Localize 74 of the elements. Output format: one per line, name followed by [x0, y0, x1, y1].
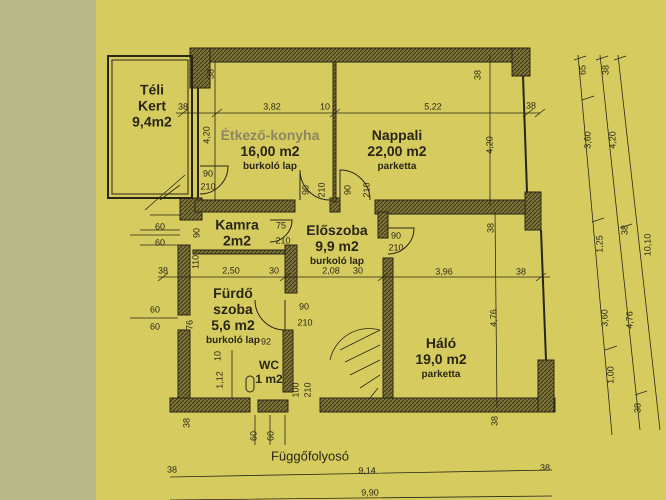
dimension-label: 60 — [250, 431, 258, 441]
dimension-label: 9,90 — [361, 488, 379, 498]
dimension-label: 38 — [158, 266, 168, 276]
dimension-label: 1,25 — [596, 235, 604, 253]
room-name: Nappali — [372, 127, 422, 143]
dimension-label: 210 — [318, 182, 326, 198]
dimension-label: 38 — [602, 65, 610, 75]
dimension-label: 210 — [388, 244, 404, 252]
room-area: 22,00 m2 — [367, 143, 427, 160]
room-area: 5,6 m2 — [211, 317, 255, 334]
dimension-label: 1,00 — [606, 366, 616, 384]
dimension-label: 4,76 — [626, 311, 634, 329]
dimension-label: 38 — [474, 70, 482, 80]
dimension-label: 2,08 — [322, 266, 340, 276]
dimension-label: 30 — [269, 266, 279, 276]
dimension-label: 38 — [486, 223, 496, 233]
dimension-label: 4,20 — [486, 136, 494, 154]
dimension-label: 2,50 — [222, 266, 240, 276]
dimension-label: 30 — [353, 266, 363, 276]
dimension-label: 38 — [178, 102, 188, 112]
floor-material: burkoló lap — [243, 160, 297, 173]
dimension-label: 75 — [276, 222, 286, 230]
dimension-label: 1,12 — [216, 371, 224, 389]
dimension-label: 76 — [186, 320, 194, 330]
floor-material: parketta — [378, 160, 416, 173]
dimension-label: 90 — [192, 228, 202, 238]
dimension-label: 65 — [578, 65, 588, 75]
dimension-label: 38 — [620, 225, 630, 235]
dimension-label: 90 — [302, 185, 310, 195]
dimension-label: 10 — [320, 102, 330, 112]
dimension-label: 3,82 — [263, 102, 281, 112]
dimension-label: 90 — [344, 185, 352, 195]
dimension-label: 38 — [182, 418, 192, 428]
room-name: Háló — [426, 335, 456, 351]
room-name: Kamra — [215, 216, 259, 232]
dimension-label: 60 — [150, 322, 160, 332]
dimension-label: 90 — [299, 302, 309, 312]
dimension-label: 60 — [266, 431, 276, 441]
floor-material: burkoló lap — [310, 255, 364, 267]
dimension-label: 38 — [167, 466, 177, 474]
room-name: WC — [259, 358, 279, 372]
dimension-label: 10,10 — [644, 234, 652, 256]
dimension-label: 4,20 — [608, 131, 618, 149]
dimension-label: 38 — [526, 102, 536, 110]
room-area: 1 m2 — [255, 372, 283, 386]
dimension-label: 90 — [203, 170, 213, 178]
floor-material: parketta — [422, 368, 460, 381]
dimension-label: 3,96 — [435, 268, 453, 276]
floor-material: burkoló lap — [206, 334, 260, 347]
room-area: 16,00 m2 — [240, 143, 300, 160]
dimension-label: 110 — [192, 254, 200, 270]
dimension-label: 210 — [304, 382, 312, 398]
dimension-label: 4,20 — [202, 126, 212, 144]
dimension-label: 4,76 — [490, 309, 498, 327]
room-name: Téli Kert — [137, 82, 167, 114]
room-area: 19,0 m2 — [415, 351, 467, 368]
room-area: 9,9 m2 — [315, 238, 359, 255]
dimension-label: 38 — [516, 268, 526, 276]
room-name: Előszoba — [306, 222, 368, 238]
dimension-label: 210 — [297, 318, 313, 328]
dimension-label: 60 — [155, 222, 165, 232]
corridor-label: Függőfolyosó — [270, 450, 350, 462]
room-area: 2m2 — [222, 232, 252, 250]
room-area: 9,4m2 — [132, 114, 172, 130]
dimension-label: 5,22 — [424, 102, 442, 112]
dimension-label: 60 — [150, 306, 160, 314]
dimension-label: 38 — [490, 416, 500, 426]
dimension-label: 10 — [214, 351, 222, 361]
dimension-label: 92 — [261, 338, 271, 346]
dimension-label: 90 — [391, 232, 401, 240]
dimension-label: 3,60 — [600, 309, 610, 327]
dimension-label: 3,60 — [584, 131, 592, 149]
room-name: Étkező-konyha — [220, 127, 320, 143]
room-name: Fürdő szoba — [212, 285, 254, 317]
